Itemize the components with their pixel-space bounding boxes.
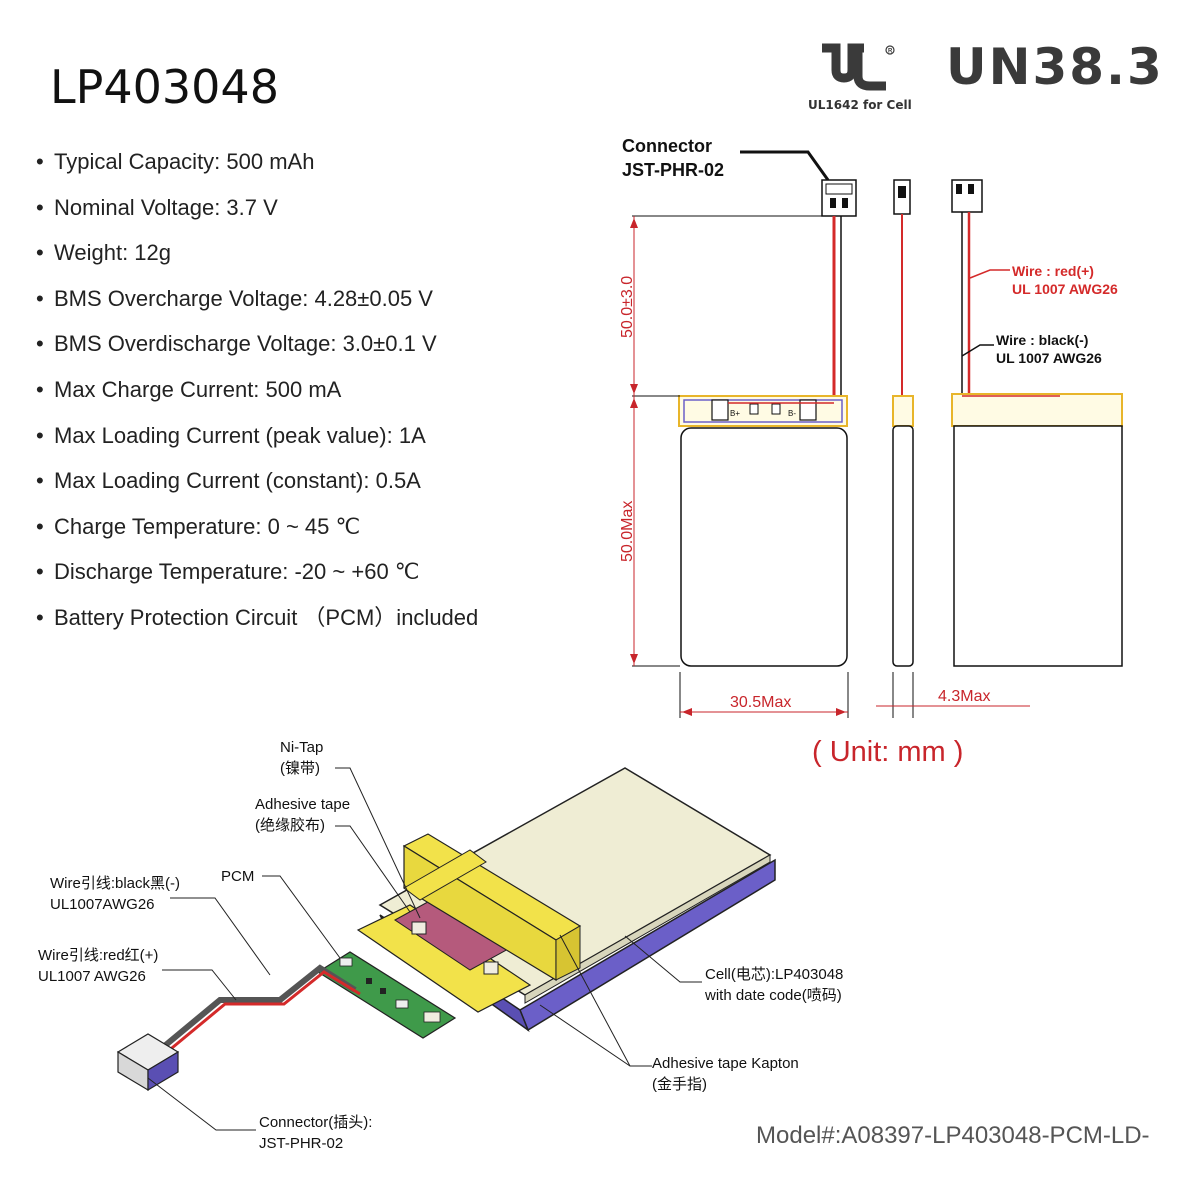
- adhesive-tape-label-line1: Adhesive tape: [255, 796, 351, 813]
- cell-label-line2: with date code(喷码): [705, 987, 842, 1004]
- spec-item: • BMS Overcharge Voltage: 4.28±0.05 V: [36, 279, 478, 325]
- connector-label-line1: Connector: [622, 136, 712, 156]
- pcb-bminus-label: B-: [788, 409, 796, 418]
- bullet-icon: •: [36, 559, 44, 585]
- exploded-red-wire-label: Wire引线:red红(+) UL1007 AWG26: [38, 945, 158, 987]
- spec-text: Charge Temperature: 0 ~ 45 ℃: [54, 513, 361, 539]
- connector-label-line2: JST-PHR-02: [622, 160, 725, 180]
- front-pcm-area: [678, 395, 848, 427]
- cell-label-line1: Cell(电芯):LP403048: [705, 966, 844, 983]
- spec-item: • Charge Temperature: 0 ~ 45 ℃: [36, 507, 478, 553]
- spec-text: BMS Overcharge Voltage: 4.28±0.05 V: [54, 285, 433, 311]
- kapton-label-line2: (金手指): [652, 1076, 707, 1093]
- dim-top-label: 50.0±3.0: [619, 276, 636, 338]
- spec-text: Max Charge Current: 500 mA: [54, 376, 342, 402]
- front-connector: [821, 179, 857, 217]
- spec-item: • Max Loading Current (peak value): 1A: [36, 416, 478, 462]
- spec-item: • Nominal Voltage: 3.7 V: [36, 188, 478, 234]
- spec-text: Max Loading Current (constant): 0.5A: [54, 468, 421, 494]
- spec-text: BMS Overdischarge Voltage: 3.0±0.1 V: [54, 331, 437, 357]
- exploded-red-wire: [154, 970, 361, 1064]
- exploded-connector-label-line2: JST-PHR-02: [259, 1135, 344, 1152]
- red-wire-label: Wire : red(+) UL 1007 AWG26: [1012, 262, 1118, 298]
- adhesive-tape-label: Adhesive tape (绝缘胶布): [255, 794, 350, 836]
- ni-tap-label-line2: (镍带): [280, 760, 320, 777]
- spec-text: Battery Protection Circuit （PCM）included: [54, 604, 479, 630]
- un-certification: UN38.3: [946, 38, 1164, 96]
- exploded-connector-label-line1: Connector(插头):: [259, 1114, 373, 1131]
- black-wire-leader: [961, 344, 994, 357]
- pcb-bplus-label: B+: [730, 409, 740, 418]
- dimension-arrows: [630, 218, 846, 716]
- spec-text: Nominal Voltage: 3.7 V: [54, 194, 278, 220]
- spec-text: Max Loading Current (peak value): 1A: [54, 422, 426, 448]
- unit-label: ( Unit: mm ): [812, 736, 964, 768]
- bullet-icon: •: [36, 331, 44, 357]
- dimension-lines: [632, 215, 1030, 718]
- bullet-icon: •: [36, 240, 44, 266]
- exploded-connector-label: Connector(插头): JST-PHR-02: [259, 1112, 372, 1154]
- callout-leaders: [147, 767, 702, 1131]
- black-wire-label-line2: UL 1007 AWG26: [996, 350, 1102, 366]
- spec-text: Discharge Temperature: -20 ~ +60 ℃: [54, 559, 420, 585]
- bullet-icon: •: [36, 376, 44, 402]
- spec-item: • Max Charge Current: 500 mA: [36, 370, 478, 416]
- bullet-icon: •: [36, 604, 44, 630]
- exploded-black-wire-label-line1: Wire引线:black黑(-): [50, 875, 180, 892]
- kapton-label-line1: Adhesive tape Kapton: [652, 1055, 799, 1072]
- spec-item: • Battery Protection Circuit （PCM）include…: [36, 598, 478, 644]
- ni-tap-label-line1: Ni-Tap: [280, 739, 324, 756]
- connector-label: Connector JST-PHR-02: [622, 134, 724, 182]
- adhesive-tape-label-line2: (绝缘胶布): [255, 817, 325, 834]
- pcm-label: PCM: [221, 868, 255, 885]
- spec-text: Typical Capacity: 500 mAh: [54, 149, 315, 174]
- ul-recognized-mark-icon: R: [822, 43, 895, 91]
- ul-subtitle: UL1642 for Cell: [808, 98, 912, 112]
- pcm-board: [316, 951, 457, 1039]
- red-wire-label-line2: UL 1007 AWG26: [1012, 281, 1118, 297]
- spec-list: • Typical Capacity: 500 mAh • Nominal Volt…: [36, 142, 478, 644]
- exploded-red-wire-label-line2: UL1007 AWG26: [38, 968, 146, 985]
- exploded-black-wire-label-line2: UL1007AWG26: [50, 896, 155, 913]
- black-wire-label: Wire : black(-) UL 1007 AWG26: [996, 331, 1102, 367]
- bullet-icon: •: [36, 513, 44, 539]
- bullet-icon: •: [36, 468, 44, 494]
- bullet-icon: •: [36, 149, 44, 174]
- kapton-label: Adhesive tape Kapton (金手指): [652, 1053, 799, 1095]
- side-view: [892, 179, 914, 667]
- svg-text:R: R: [888, 49, 893, 55]
- spec-item: • Weight: 12g: [36, 233, 478, 279]
- spec-item: • BMS Overdischarge Voltage: 3.0±0.1 V: [36, 324, 478, 370]
- spec-item: • Max Loading Current (constant): 0.5A: [36, 461, 478, 507]
- bullet-icon: •: [36, 422, 44, 448]
- spec-text: Weight: 12g: [54, 240, 172, 266]
- exploded-black-wire: [148, 964, 357, 1061]
- spec-item: • Typical Capacity: 500 mAh: [36, 142, 478, 188]
- red-wire-leader: [969, 269, 1010, 279]
- connector-leader: [740, 150, 830, 181]
- kapton-tape: [356, 904, 532, 1013]
- exploded-connector: [116, 1033, 180, 1092]
- black-wire-label-line1: Wire : black(-): [996, 332, 1089, 348]
- back-view: [951, 179, 1123, 667]
- red-wire-label-line1: Wire : red(+): [1012, 263, 1094, 279]
- bullet-icon: •: [36, 194, 44, 220]
- ni-tap-label: Ni-Tap (镍带): [280, 737, 323, 779]
- exploded-black-wire-label: Wire引线:black黑(-) UL1007AWG26: [50, 873, 180, 915]
- dim-thickness-label: 4.3Max: [938, 688, 990, 705]
- dim-width-label: 30.5Max: [730, 694, 791, 711]
- exploded-red-wire-label-line1: Wire引线:red红(+): [38, 947, 159, 964]
- cell-label: Cell(电芯):LP403048 with date code(喷码): [705, 964, 843, 1006]
- bullet-icon: •: [36, 285, 44, 311]
- dim-body-label: 50.0Max: [619, 501, 636, 562]
- page-title: LP403048: [50, 60, 279, 114]
- spec-item: • Discharge Temperature: -20 ~ +60 ℃: [36, 552, 478, 598]
- model-number: Model#:A08397-LP403048-PCM-LD-: [756, 1122, 1150, 1149]
- front-cell-body: [680, 427, 848, 667]
